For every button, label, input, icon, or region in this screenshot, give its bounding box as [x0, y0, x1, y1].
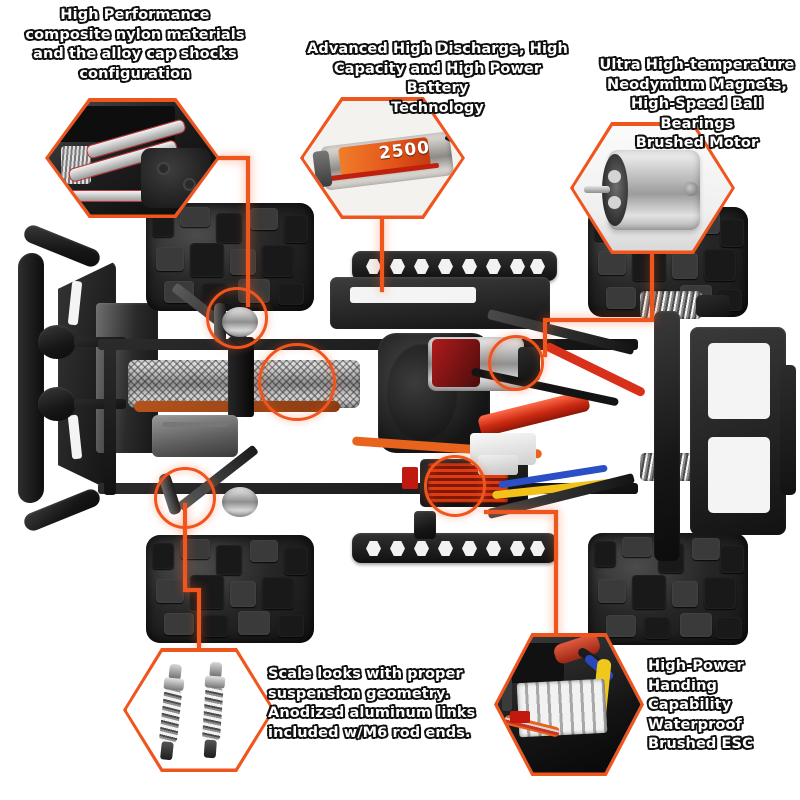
shock-cap-front-lower [222, 487, 258, 517]
bumper-mount-rod-bottom [74, 399, 126, 409]
rear-frame-window-bottom [708, 437, 770, 513]
receiver-lid-detail [162, 422, 228, 427]
rear-axle-housing [654, 311, 680, 561]
callout-hex-motor[interactable] [570, 122, 735, 254]
photo-battery-pack: 2500 [303, 100, 462, 216]
tire-rear-right [588, 533, 748, 645]
esc-switch-red [402, 467, 418, 489]
tire-rear-left [146, 535, 314, 643]
highlight-circle-battery [258, 343, 336, 421]
chassis-crossmember-front [104, 339, 116, 495]
highlight-circle-esc [424, 455, 486, 517]
callout-hex-battery[interactable]: 2500 [300, 97, 465, 219]
callout-text-suspension: Scale looks with proper suspension geome… [268, 666, 476, 741]
body-plate-slot [350, 287, 476, 303]
bumper-knob-bottom [38, 387, 76, 421]
highlight-circle-front-shock-upper [206, 287, 268, 349]
chassis-frame-right [98, 483, 638, 494]
side-rail-top [352, 251, 557, 281]
callout-hex-shocks-nylon[interactable] [45, 98, 220, 218]
bumper-knob-top [38, 325, 76, 359]
photo-shock-absorber-pair [126, 651, 272, 769]
callout-text-shocks-nylon: High Performance composite nylon materia… [25, 7, 245, 82]
photo-waterproof-esc [497, 636, 641, 773]
highlight-circle-motor [488, 335, 544, 391]
chassis-frame-left [98, 339, 638, 350]
rc-car-chassis-photo [0, 203, 800, 645]
callout-hex-esc[interactable] [494, 633, 644, 776]
rear-bumper-mount [780, 365, 796, 495]
callout-hex-suspension[interactable] [123, 648, 275, 772]
battery-strap [228, 337, 254, 417]
servo-connector-white [478, 455, 518, 475]
motor-label-red [432, 339, 480, 387]
photo-suspension-link-closeup [48, 101, 217, 215]
callout-text-esc: High-Power Handing Capability Waterproof… [648, 658, 753, 752]
rail-mount-bottom [414, 511, 436, 539]
rear-frame-window-top [708, 343, 770, 419]
highlight-circle-front-shock-lower [154, 467, 216, 529]
front-bumper-cage [18, 252, 44, 504]
shock-body-rear-upper [696, 295, 730, 317]
side-rail-bottom [352, 533, 557, 563]
